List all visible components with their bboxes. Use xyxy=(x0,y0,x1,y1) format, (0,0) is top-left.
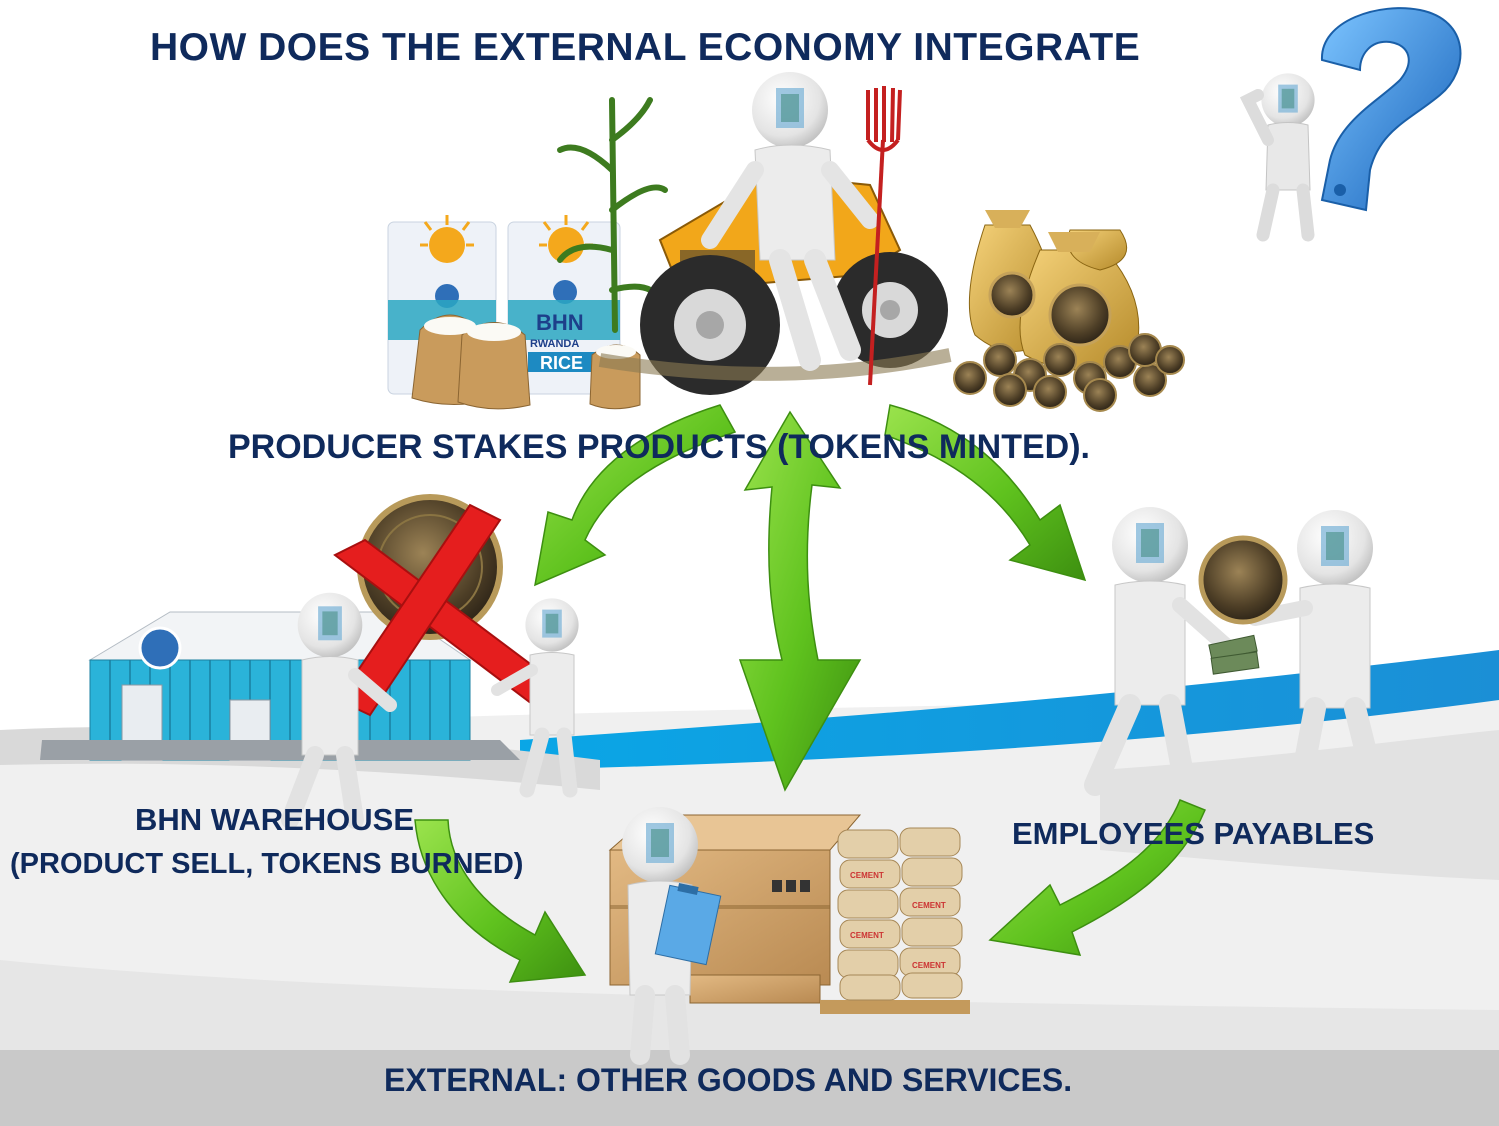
warehouse-icon xyxy=(40,611,520,761)
rice-bag-brand: BHN xyxy=(536,310,584,335)
pitchfork-icon xyxy=(866,86,902,386)
arrow-warehouse-to-external xyxy=(414,819,587,983)
external-label: EXTERNAL: OTHER GOODS AND SERVICES. xyxy=(384,1062,1073,1098)
employees-label: EMPLOYEES PAYABLES xyxy=(1012,816,1375,851)
page-title: HOW DOES THE EXTERNAL ECONOMY INTEGRATE xyxy=(150,26,1141,69)
footer-band xyxy=(0,1050,1499,1126)
arrow-producer-to-warehouse xyxy=(534,404,737,587)
cement-label-1: CEMENT xyxy=(850,871,884,880)
cement-label-2: CEMENT xyxy=(912,901,946,910)
rice-bag-country: RWANDA xyxy=(530,338,579,350)
cash-icon xyxy=(1208,634,1260,675)
warehouse-sublabel: (PRODUCT SELL, TOKENS BURNED) xyxy=(10,848,524,880)
farmer-figure xyxy=(701,72,879,371)
coin-pile xyxy=(953,333,1185,412)
green-arrow-icon xyxy=(414,404,1206,983)
arrow-employees-to-external xyxy=(988,799,1206,956)
clipboard-icon xyxy=(654,883,722,966)
rice-bag-icon: BHN RWANDA RICE xyxy=(387,215,641,410)
handshake-icon xyxy=(1084,507,1386,799)
cement-label-3: CEMENT xyxy=(850,931,884,940)
worker-figure-right xyxy=(491,598,579,798)
arrow-producer-to-employees xyxy=(884,404,1087,582)
arrow-producer-external-bidirectional xyxy=(738,410,862,792)
rice-bag-product: RICE xyxy=(540,353,583,373)
warehouse-label: BHN WAREHOUSE xyxy=(135,802,415,837)
coin-bag-icon xyxy=(968,210,1140,371)
question-mark-icon xyxy=(1320,7,1462,212)
worker-figure-left xyxy=(281,592,397,829)
producer-label: PRODUCER STAKES PRODUCTS (TOKENS MINTED)… xyxy=(228,428,1091,466)
thinking-figure xyxy=(1239,73,1315,242)
cement-label-4: CEMENT xyxy=(912,961,946,970)
cement-sack-icon: CEMENT CEMENT CEMENT CEMENT xyxy=(820,827,970,1014)
